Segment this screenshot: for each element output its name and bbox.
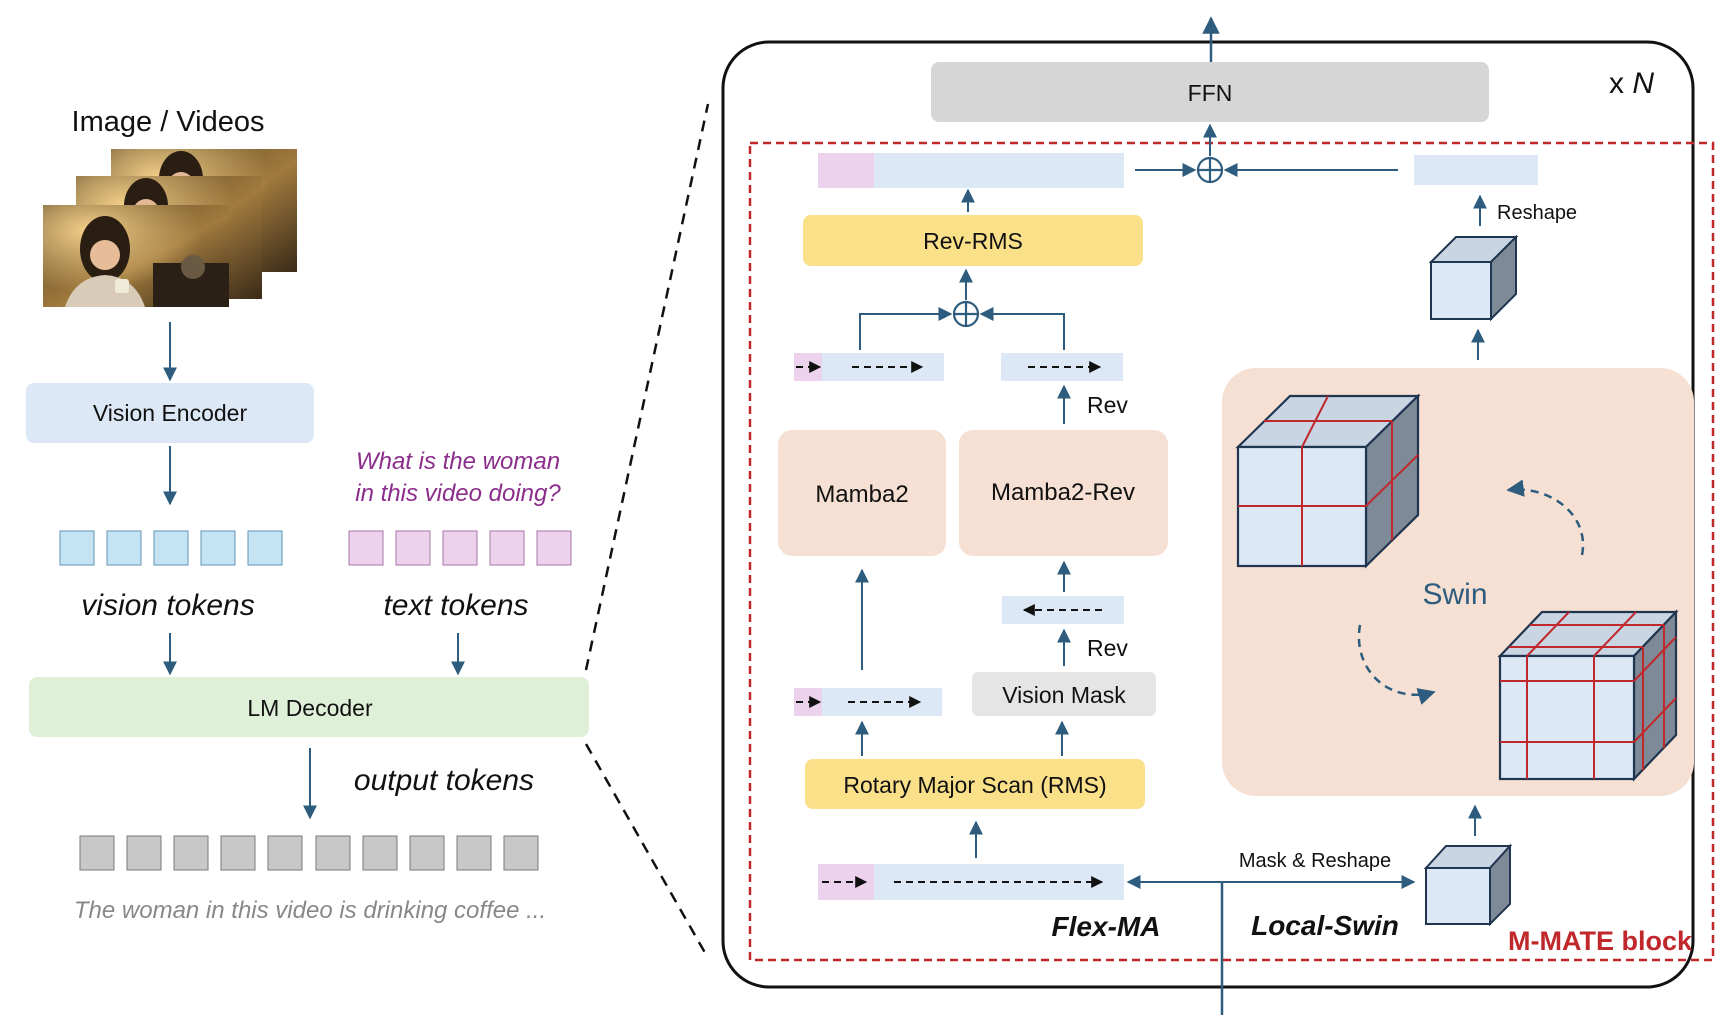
swin-window-cube-icon — [1235, 393, 1421, 569]
rms-label: Rotary Major Scan (RMS) — [843, 772, 1106, 798]
swin-output-token-bar — [1414, 155, 1538, 185]
output-cube-icon — [1428, 234, 1519, 322]
output-token — [315, 835, 351, 871]
rev-upper-label: Rev — [1087, 392, 1128, 418]
repeat-n-label: x N — [1609, 67, 1654, 100]
input-token-bar-vision — [874, 864, 1124, 900]
rms-box — [805, 759, 1145, 809]
vision-token — [200, 530, 236, 566]
m-mate-block-label: M-MATE block — [1508, 926, 1693, 956]
question-line-2: in this video doing? — [355, 480, 561, 507]
output-token — [503, 835, 539, 871]
vision-token — [106, 530, 142, 566]
ffn-box — [931, 62, 1489, 122]
output-token — [362, 835, 398, 871]
vision-token-row — [59, 530, 283, 566]
rev-lower-label: Rev — [1087, 635, 1128, 661]
output-token — [79, 835, 115, 871]
rev-rms-label: Rev-RMS — [923, 228, 1023, 254]
vision-mask-box — [972, 672, 1156, 716]
output-token — [456, 835, 492, 871]
shift-arrow-upper — [1506, 479, 1585, 556]
vision-mask-label: Vision Mask — [1002, 682, 1126, 708]
ffn-label: FFN — [1188, 80, 1233, 106]
output-text: The woman in this video is drinking coff… — [74, 897, 546, 924]
text-token — [489, 530, 525, 566]
text-token — [348, 530, 384, 566]
lm-decoder-box — [29, 677, 589, 737]
mamba2-rev-box — [959, 430, 1168, 556]
text-tokens-label: text tokens — [383, 589, 528, 622]
mamba2-rev-label: Mamba2-Rev — [991, 479, 1135, 506]
question-line-1: What is the woman — [356, 448, 560, 475]
vision-encoder-box — [26, 383, 314, 443]
swin-label: Swin — [1422, 578, 1487, 611]
output-token — [409, 835, 445, 871]
sum-operator-middle — [952, 300, 980, 328]
local-swin-label: Local-Swin — [1251, 910, 1399, 941]
vision-token — [247, 530, 283, 566]
vision-token — [59, 530, 95, 566]
text-token — [442, 530, 478, 566]
flex-ma-label: Flex-MA — [1052, 911, 1161, 942]
output-token — [267, 835, 303, 871]
mamba2-label: Mamba2 — [815, 481, 908, 508]
vision-encoder-label: Vision Encoder — [93, 400, 248, 426]
input-title: Image / Videos — [72, 106, 265, 138]
sum-operator-top — [1196, 156, 1224, 184]
text-token — [536, 530, 572, 566]
vision-tokens-label: vision tokens — [81, 589, 254, 622]
video-frames-image — [43, 149, 297, 307]
output-token — [173, 835, 209, 871]
output-token — [126, 835, 162, 871]
text-token-row — [348, 530, 572, 566]
combined-token-bar-vision — [874, 153, 1124, 188]
rms-output-bar-vision — [822, 688, 942, 716]
lm-decoder-label: LM Decoder — [247, 695, 373, 721]
m-mate-block-frame — [748, 141, 1715, 962]
output-token-row — [79, 835, 539, 871]
reshape-label: Reshape — [1497, 202, 1577, 224]
input-cube-icon — [1423, 843, 1513, 927]
text-token — [395, 530, 431, 566]
combined-token-bar-text — [818, 153, 874, 188]
vision-token — [153, 530, 189, 566]
mamba2-box — [778, 430, 946, 556]
shifted-window-cube-icon — [1497, 609, 1679, 782]
output-token — [220, 835, 256, 871]
mamba-rev-output-bar — [1001, 353, 1123, 381]
output-tokens-label: output tokens — [354, 764, 534, 797]
rev-rms-box — [803, 215, 1143, 266]
mask-reshape-label: Mask & Reshape — [1239, 850, 1391, 872]
shift-arrow-lower — [1357, 624, 1436, 705]
